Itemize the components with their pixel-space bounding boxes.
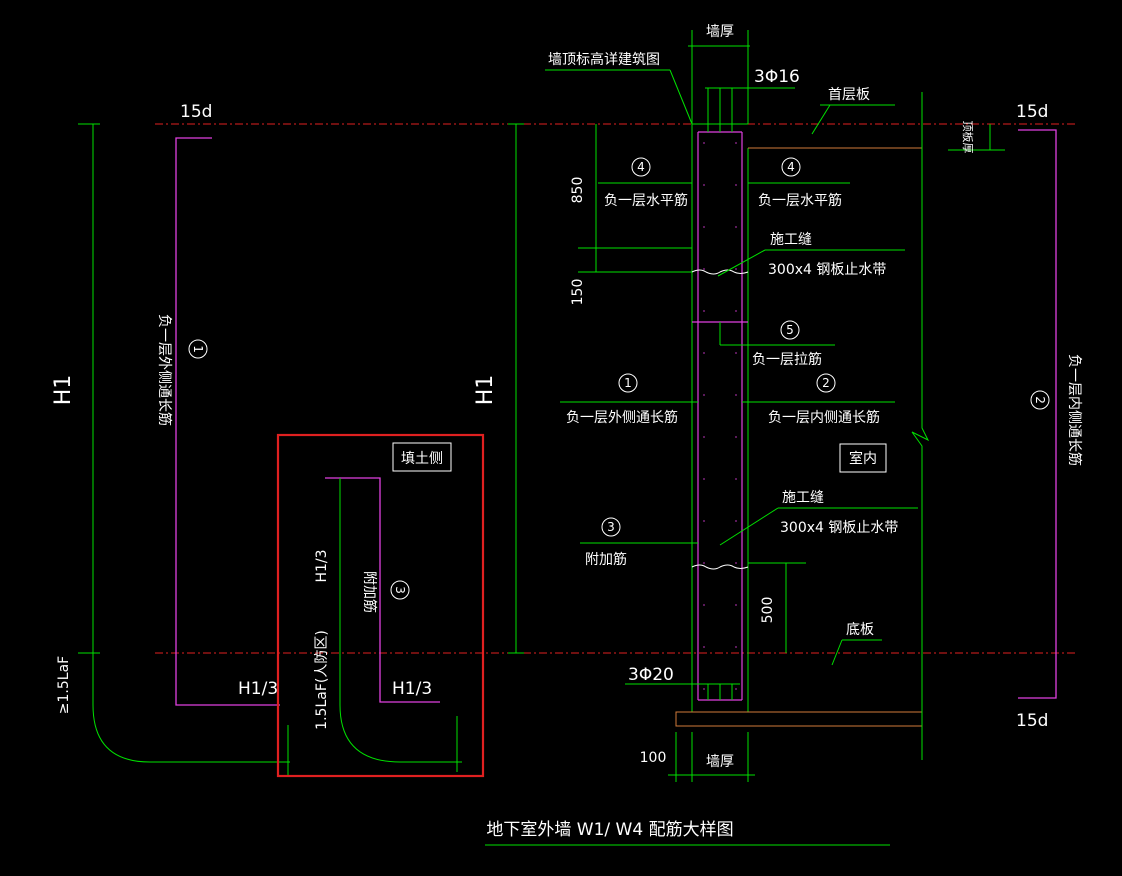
construction-joint-2: [691, 564, 749, 570]
waterstop-2-label: 300x4 钢板止水带: [780, 520, 898, 536]
neg1-outer-long-label: 负一层外侧通长筋: [566, 409, 678, 426]
rebar-bottom-label: 3Φ20: [628, 665, 674, 685]
circle-4-right-text: 4: [787, 160, 795, 174]
circle-4-left: [631, 157, 651, 177]
right-break-line: [911, 92, 930, 760]
construction-joint-2-label: 施工缝: [782, 490, 824, 506]
indoor-box: [839, 443, 887, 473]
bottom-slab-rect: [675, 711, 923, 727]
circle-1-left: [188, 339, 208, 359]
circle-4-left-text: 4: [637, 160, 645, 174]
laf-anchor-label: 1.5LaF(人防区): [314, 630, 330, 730]
neg1-tie-label: 负一层拉筋: [752, 351, 822, 368]
left-outer-long-bar: [175, 137, 280, 706]
neg1-inner-long-label: 负一层内侧通长筋: [768, 409, 880, 426]
detail-additional-bar: [325, 477, 440, 703]
dim-850-label: 850: [570, 177, 586, 204]
joint-1-leader: [717, 249, 766, 277]
first-floor-leader: [811, 104, 831, 135]
h1-third-right-label: H1/3: [392, 679, 432, 699]
wall-thickness-bottom-label: 墙厚: [706, 754, 734, 770]
construction-joint-1-label: 施工缝: [770, 232, 812, 248]
dim-500-label: 500: [760, 597, 776, 624]
additional-bar-label: 附加筋: [585, 551, 627, 568]
joint-2-leader: [719, 507, 779, 546]
circle-5: [780, 320, 800, 340]
circle-4-right: [781, 157, 801, 177]
highlight-box[interactable]: [276, 433, 485, 778]
first-floor-slab-label: 首层板: [828, 87, 870, 103]
construction-joint-1: [691, 269, 749, 275]
fifteen-d-left: 15d: [180, 102, 212, 122]
left-vertical-bar-label: 负一层外侧通长筋: [156, 314, 173, 426]
circle-2-right-text: 2: [1033, 396, 1047, 404]
circle-2-mid: [816, 373, 836, 393]
wall-top-elevation-label: 墙顶标高详建筑图: [548, 51, 660, 68]
dim-150-label: 150: [570, 279, 586, 306]
fifteen-d-right: 15d: [1016, 102, 1048, 122]
fill-side-label: 填土侧: [401, 451, 443, 467]
indoor-label: 室内: [849, 450, 877, 467]
neg1-horizontal-right-label: 负一层水平筋: [758, 192, 842, 209]
circle-2-mid-text: 2: [822, 376, 830, 390]
neg1-horizontal-left-label: 负一层水平筋: [604, 192, 688, 209]
right-vertical-bar-label: 负一层内侧通长筋: [1066, 354, 1083, 466]
circle-1-mid: [618, 373, 638, 393]
circle-2-right: [1030, 390, 1050, 410]
rebar-top-label: 3Φ16: [754, 67, 800, 87]
right-inner-long-bar: [1018, 129, 1057, 699]
slab-thickness-label: 顶板厚: [961, 121, 975, 154]
circle-3-detail: [390, 580, 410, 600]
circle-3-mid: [601, 517, 621, 537]
h1-mid-label: H1: [473, 375, 498, 406]
dim-100-label: 100: [640, 750, 667, 766]
wall-top-elev-leader: [669, 69, 693, 125]
fifteen-d-bottom: 15d: [1016, 711, 1048, 731]
circle-1-mid-text: 1: [624, 376, 632, 390]
circle-5-text: 5: [786, 323, 794, 337]
circle-3-detail-text: 3: [393, 586, 407, 594]
detail-vertical-label: 附加筋: [361, 571, 378, 613]
h1-third-left-label: H1/3: [238, 679, 278, 699]
drawing-title: 地下室外墙 W1/ W4 配筋大样图: [486, 820, 733, 840]
bottom-slab-leader: [831, 639, 843, 666]
laf-left-arc: [92, 704, 290, 763]
h1-third-vert-label: H1/3: [314, 549, 330, 582]
wall-thickness-top-label: 墙厚: [706, 24, 734, 40]
laf-left-label: ≥1.5LaF: [56, 656, 72, 714]
waterstop-1-label: 300x4 钢板止水带: [768, 262, 886, 278]
circle-3-mid-text: 3: [607, 520, 615, 534]
circle-1-left-text: 1: [191, 345, 205, 353]
bottom-slab-label: 底板: [846, 622, 874, 638]
h1-left-label: H1: [51, 375, 76, 406]
fill-side-box: [392, 442, 452, 472]
detail-anchor-arc: [339, 704, 462, 763]
